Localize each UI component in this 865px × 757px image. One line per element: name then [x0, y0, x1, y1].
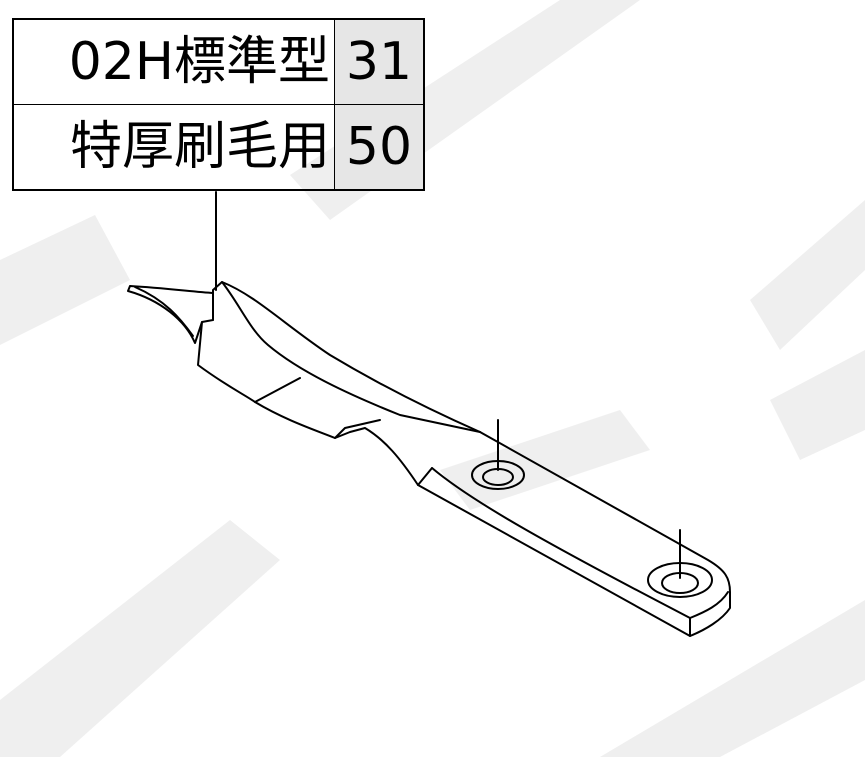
- hook-tip: [127, 285, 214, 344]
- hole-2: [647, 529, 713, 598]
- part-name-cell: 特厚刷毛用: [12, 104, 335, 191]
- part-code-cell: 31: [334, 18, 425, 105]
- mounting-plate: [417, 431, 731, 637]
- table-row: 02H標準型 31: [12, 18, 425, 105]
- hole-1: [471, 419, 525, 490]
- part-code-cell: 50: [334, 104, 425, 191]
- part-name-cell: 02H標準型: [12, 18, 335, 105]
- parts-table: 02H標準型 31 特厚刷毛用 50: [12, 18, 425, 191]
- table-row: 特厚刷毛用 50: [12, 104, 425, 191]
- arm-body: [197, 281, 481, 486]
